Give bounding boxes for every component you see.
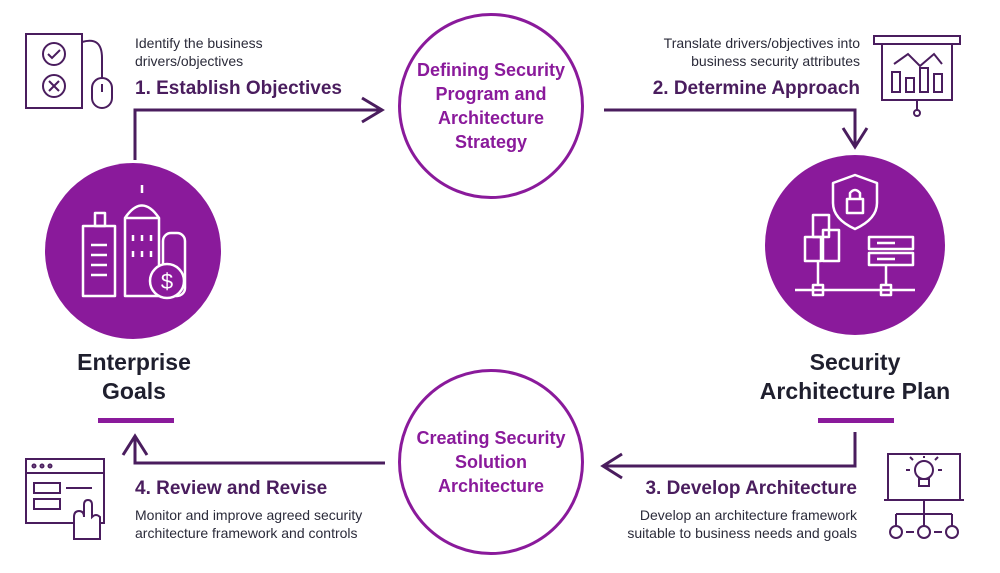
presentation-chart-icon bbox=[873, 35, 961, 117]
solution-circle: Creating Security Solution Architecture bbox=[398, 369, 584, 555]
security-plan-circle bbox=[765, 155, 945, 335]
arrowhead-establish bbox=[361, 96, 385, 124]
enterprise-goals-underline bbox=[98, 418, 174, 423]
connector-establish bbox=[133, 108, 380, 160]
lightbulb-network-icon bbox=[884, 453, 964, 539]
strategy-circle: Defining Security Program and Architectu… bbox=[398, 13, 584, 199]
step-3-title: 3. Develop Architecture bbox=[645, 478, 857, 499]
svg-text:$: $ bbox=[161, 269, 173, 294]
arrowhead-develop bbox=[600, 452, 623, 480]
connector-review bbox=[133, 438, 385, 465]
connector-determine bbox=[604, 108, 857, 145]
security-plan-label: Security Architecture Plan bbox=[759, 349, 951, 404]
city-buildings-dollar-icon: $ bbox=[81, 185, 187, 300]
arrowhead-determine bbox=[841, 127, 869, 150]
step-4-description: Monitor and improve agreed security arch… bbox=[135, 507, 363, 541]
security-plan-underline bbox=[818, 418, 894, 423]
checklist-mouse-icon bbox=[25, 33, 113, 109]
step-2-title: 2. Determine Approach bbox=[652, 78, 860, 99]
enterprise-goals-circle: $ bbox=[45, 163, 221, 339]
shield-lock-servers-icon bbox=[795, 173, 915, 297]
step-1-description: Identify the business drivers/objectives bbox=[135, 35, 263, 69]
strategy-circle-label: Defining Security Program and Architectu… bbox=[416, 60, 566, 152]
arrowhead-review bbox=[121, 433, 149, 456]
browser-click-icon bbox=[25, 458, 105, 540]
enterprise-goals-label: Enterprise Goals bbox=[77, 349, 191, 404]
solution-circle-label: Creating Security Solution Architecture bbox=[416, 428, 566, 496]
step-2-description: Translate drivers/objectives into busine… bbox=[663, 35, 860, 69]
step-3-description: Develop an architecture framework suitab… bbox=[627, 507, 857, 541]
step-4-title: 4. Review and Revise bbox=[135, 478, 328, 499]
connector-develop bbox=[604, 432, 857, 468]
step-1-title: 1. Establish Objectives bbox=[135, 78, 342, 99]
